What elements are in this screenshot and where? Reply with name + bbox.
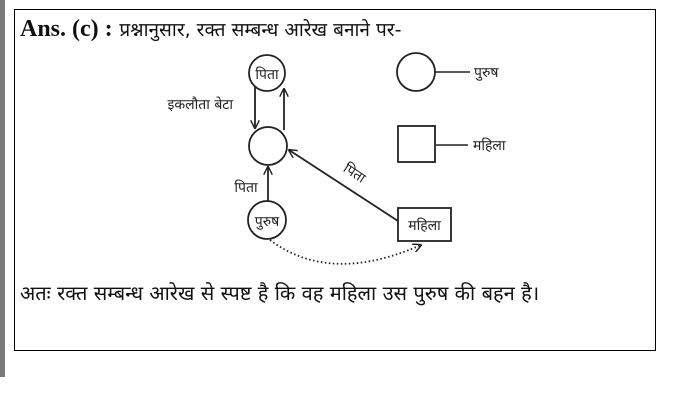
legend-square-label: महिला (473, 137, 506, 154)
edge-label-only-son: इकलौता बेटा (168, 96, 234, 113)
left-margin-bar (0, 0, 5, 377)
conclusion-text: अतः रक्त सम्बन्ध आरेख से स्पष्ट है कि वह… (20, 281, 540, 305)
answer-intro: प्रश्नानुसार, रक्त सम्बन्ध आरेख बनाने पर… (119, 19, 402, 41)
legend-circle-icon (396, 52, 436, 92)
node-woman-box: महिला (397, 207, 452, 242)
dotted-arrow-man-to-woman (269, 239, 421, 265)
legend: पुरुष महिला (396, 52, 506, 163)
answer-box (14, 9, 656, 351)
legend-circle-label: पुरुष (474, 65, 499, 81)
node-man-label: पुरुष (255, 214, 280, 230)
edge-label-father-woman: पिता (340, 160, 369, 187)
legend-square-icon (397, 125, 436, 163)
arrow-woman-to-father (289, 150, 399, 222)
node-father-circle: पिता (248, 54, 286, 92)
answer-heading: Ans. (c) : प्रश्नानुसार, रक्त सम्बन्ध आर… (20, 14, 401, 45)
answer-label: Ans. (c) : (20, 16, 113, 42)
node-only-son-circle (248, 126, 288, 166)
node-father-label: पिता (255, 66, 279, 83)
node-man-circle: पुरुष (247, 200, 287, 240)
edge-label-father-man: पिता (234, 179, 258, 196)
node-woman-label: महिला (408, 217, 441, 234)
